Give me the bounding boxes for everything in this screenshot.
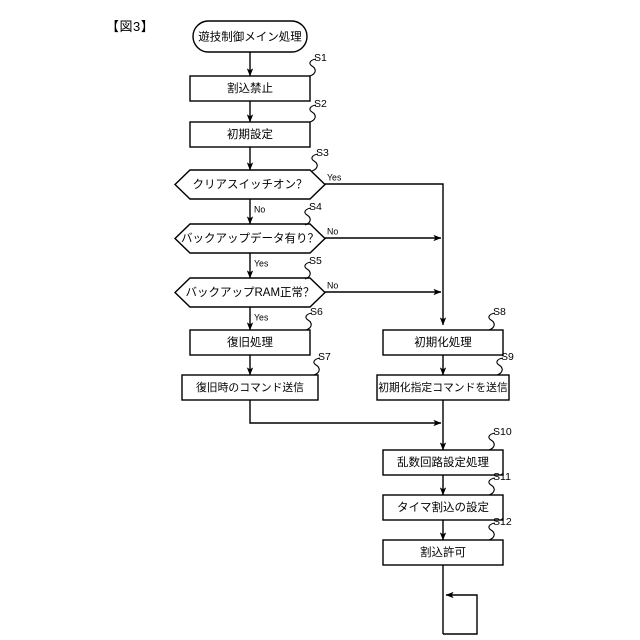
node-s2[interactable] (189, 121, 311, 148)
node-s3[interactable] (173, 169, 327, 200)
node-s4-label: バックアップデータ有り？ (181, 231, 319, 245)
node-s10[interactable] (382, 449, 504, 476)
branch-label-s4-yes: Yes (254, 258, 269, 268)
node-s6[interactable] (189, 329, 311, 356)
leader-s11 (488, 477, 496, 496)
leader-s3 (311, 153, 319, 172)
node-s5[interactable] (173, 277, 327, 308)
leader-s4 (304, 207, 312, 226)
step-label-s6: S6 (310, 306, 323, 318)
step-label-s3: S3 (316, 147, 329, 159)
step-label-s5: S5 (309, 255, 322, 267)
connector-s7-to-merge (249, 400, 442, 427)
node-s1-label: 割込禁止 (227, 81, 273, 95)
figure-number-label: 【図3】 (106, 19, 155, 34)
node-s7[interactable] (181, 374, 319, 401)
step-label-s2: S2 (314, 98, 327, 110)
step-label-s7: S7 (318, 351, 331, 363)
node-s11-label: タイマ割込の設定 (397, 500, 489, 514)
node-s8-label: 初期化処理 (414, 335, 472, 349)
node-s3-label: クリアスイッチオン？ (193, 178, 308, 191)
leader-s12 (488, 522, 496, 541)
step-label-s9: S9 (501, 351, 514, 363)
leader-s6 (305, 312, 313, 331)
step-label-s12: S12 (493, 516, 512, 528)
step-label-s1: S1 (314, 52, 327, 64)
node-s2-label: 初期設定 (227, 127, 273, 141)
step-label-s10: S10 (493, 426, 512, 438)
leader-s2 (309, 104, 317, 123)
node-s4[interactable] (173, 223, 327, 254)
node-s8[interactable] (382, 329, 504, 356)
node-start-label: 遊技制御メイン処理 (198, 30, 302, 44)
node-s12-label: 割込許可 (420, 545, 466, 559)
node-s12[interactable] (382, 539, 504, 566)
step-label-s4: S4 (309, 201, 322, 213)
leader-s7 (313, 357, 321, 376)
leader-s8 (488, 312, 496, 331)
node-s9-label: 初期化指定コマンドを送信 (378, 380, 508, 394)
leader-s5 (304, 261, 312, 280)
branch-label-s5-yes: Yes (254, 312, 269, 322)
branch-label-s5-no: No (327, 280, 338, 290)
step-label-s11: S11 (493, 471, 511, 483)
node-s11[interactable] (382, 494, 504, 521)
leader-s1 (309, 58, 317, 77)
node-s10-label: 乱数回路設定処理 (397, 455, 489, 469)
node-s5-label: バックアップRAM正常？ (185, 286, 314, 299)
step-label-s8: S8 (493, 306, 506, 318)
connector-loop-back (443, 591, 478, 635)
node-s9[interactable] (376, 374, 510, 401)
leader-s10 (488, 432, 496, 451)
node-s6-label: 復旧処理 (227, 335, 273, 349)
branch-label-s3-no: No (254, 204, 265, 214)
branch-label-s4-no: No (327, 226, 338, 236)
node-s7-label: 復旧時のコマンド送信 (196, 380, 304, 394)
branch-label-s3-yes: Yes (327, 172, 342, 182)
node-s1[interactable] (189, 75, 311, 102)
connector-s3-yes-to-trunk (325, 183, 447, 326)
leader-s9 (496, 357, 504, 376)
node-start[interactable] (192, 20, 308, 53)
